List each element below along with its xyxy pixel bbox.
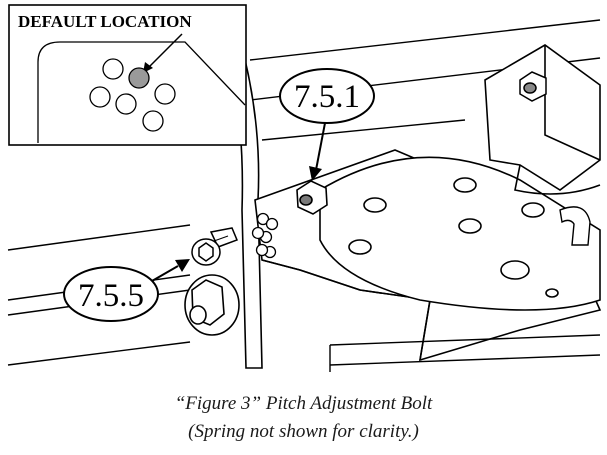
bottom-beam [329,334,601,372]
callout-7-5-1: 7.5.1 [279,68,375,181]
upper-right-bracket [484,44,601,195]
upper-right-nut [519,71,547,102]
callout-7-5-5-label: 7.5.5 [78,278,144,314]
callout-7-5-1-label: 7.5.1 [294,79,360,115]
default-location-hole [128,67,150,89]
callout-7-5-5: 7.5.5 [63,259,190,322]
inset-hole-pattern [89,58,176,132]
default-location-inset: DEFAULT LOCATION [8,4,247,146]
pitch-assembly-drawing: DEFAULT LOCATION 7.5.1 7.5.5 [7,4,602,372]
right-pin [559,206,591,246]
bracket-side-holes [251,212,279,259]
technical-figure: DEFAULT LOCATION 7.5.1 7.5.5 [7,4,602,372]
inset-title: DEFAULT LOCATION [18,12,192,31]
pitch-bolt-nut [296,180,328,215]
swivel-plate [319,156,601,311]
figure-caption-note: (Spring not shown for clarity.) [188,421,419,442]
pitch-adjustment-bolt [191,227,238,266]
lower-large-nut [184,274,240,336]
figure-caption-title: “Figure 3” Pitch Adjustment Bolt [174,393,433,414]
